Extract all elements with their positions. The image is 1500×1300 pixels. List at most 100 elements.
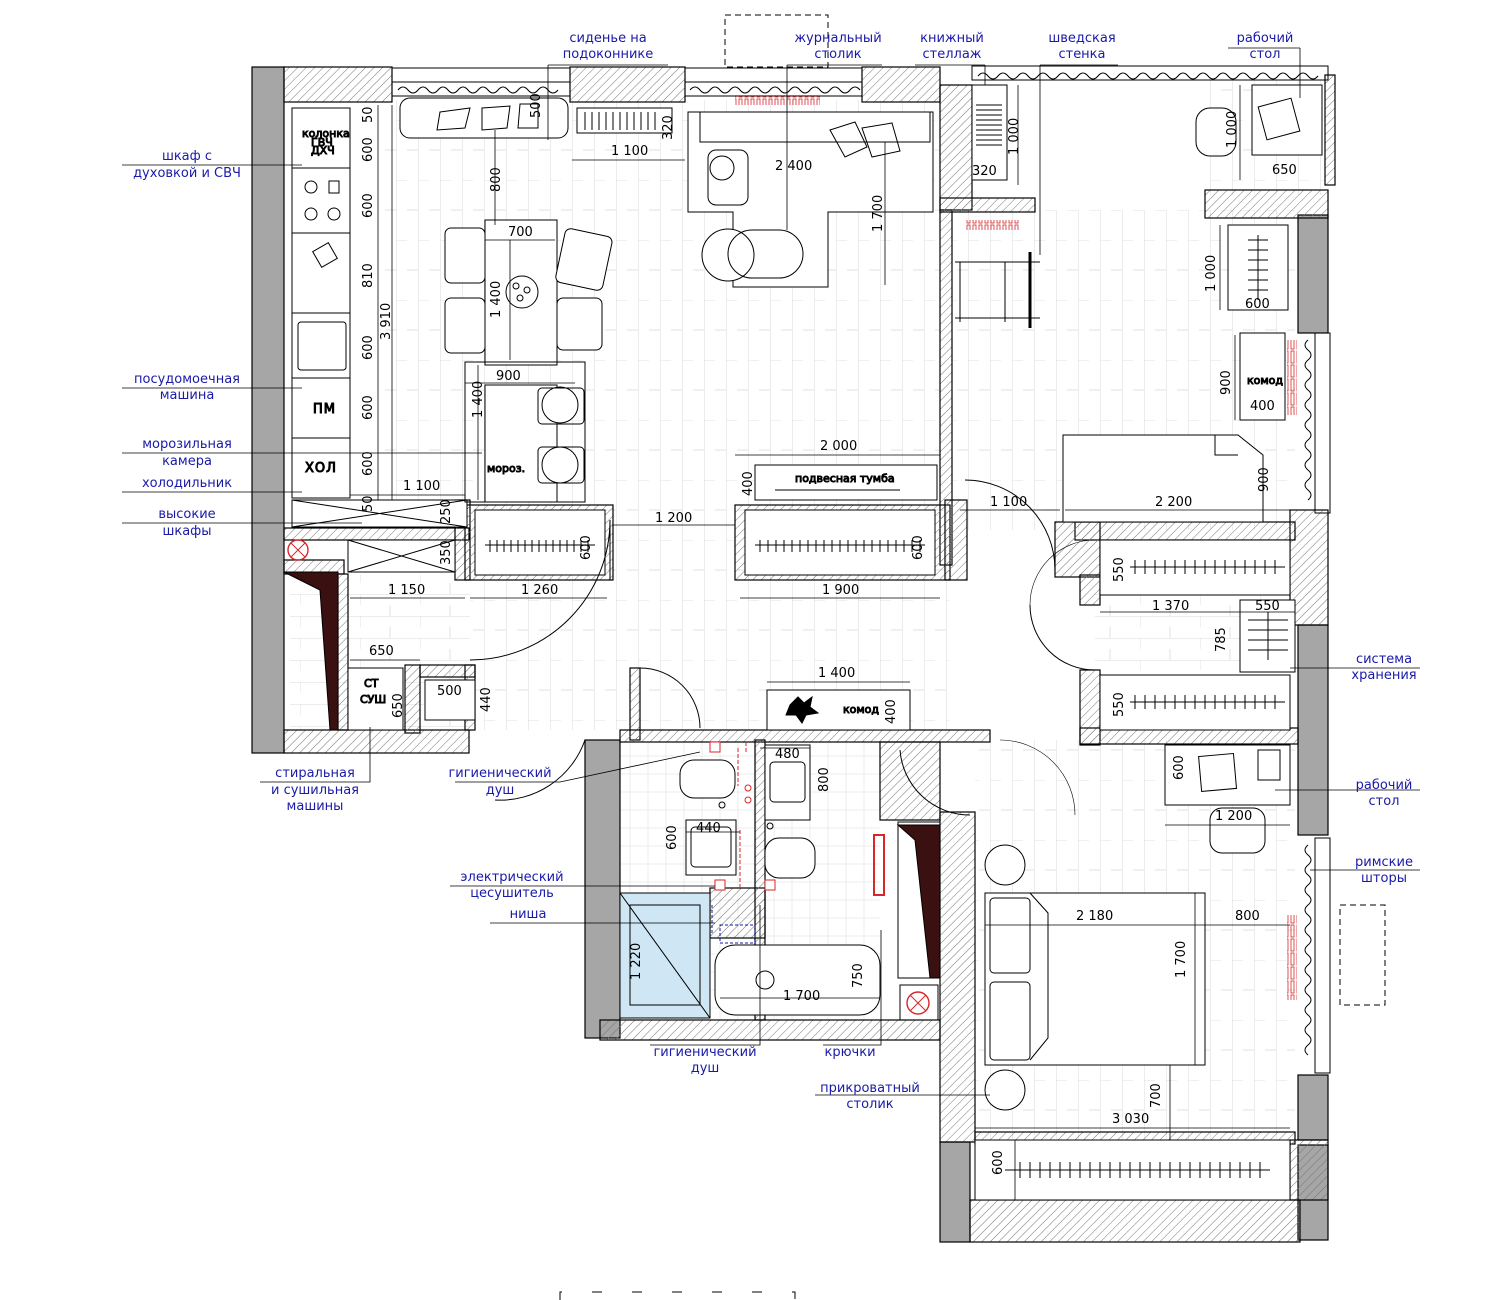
dim-1000-a: 1 000 [1007, 118, 1022, 155]
label-washer-2: и сушильная [271, 783, 359, 798]
dim-1400-c: 1 400 [818, 666, 855, 681]
plant-icon [785, 695, 820, 724]
dim-1220: 1 220 [629, 943, 644, 980]
dim-2200: 2 200 [1155, 495, 1192, 510]
vent-icon [287, 539, 309, 561]
label-blinds-1: римские [1355, 855, 1413, 870]
dim-1100-b: 1 100 [403, 479, 440, 494]
washer-tag-2: СУШ [360, 693, 386, 706]
dim-600-k1: 600 [361, 137, 376, 162]
dim-600-k4: 600 [361, 395, 376, 420]
kids-dresser-tag: комод [1247, 374, 1283, 387]
dim-600-k3: 600 [361, 335, 376, 360]
label-dryer-2: цесушитель [470, 886, 554, 901]
label-coffee-table-2: столик [814, 47, 861, 62]
dim-50-a: 50 [361, 106, 376, 123]
low-shelf [576, 107, 673, 134]
label-dishwasher-2: машина [160, 388, 215, 403]
dishwasher-tag: ПМ [313, 402, 336, 417]
fridge-unit [291, 437, 351, 499]
label-coffee-table-1: журнальный [794, 31, 881, 46]
dim-1200-a: 1 200 [655, 511, 692, 526]
dim-320-a: 320 [661, 115, 676, 140]
wall-bars [955, 252, 1040, 328]
laundry: СТ СУШ [347, 667, 476, 731]
label-desk-right-1: рабочий [1356, 778, 1413, 793]
dim-650-c: 650 [391, 693, 406, 718]
dim-500-b: 500 [437, 684, 462, 699]
worktop [291, 232, 351, 314]
dim-1370: 1 370 [1152, 599, 1189, 614]
dim-400-a: 400 [1250, 399, 1275, 414]
dim-440-a: 440 [479, 687, 494, 712]
boiler-label-3: ДХЧ [311, 144, 335, 157]
label-oven-1: шкаф с [162, 149, 212, 164]
kids-room: комод [971, 84, 1323, 731]
boiler-label-2: ГВЧ [311, 136, 333, 149]
label-niche: ниша [510, 907, 547, 922]
dim-700-a: 700 [508, 225, 533, 240]
hanging-unit-tag: подвесная тумба [795, 472, 895, 485]
dim-480: 480 [775, 747, 800, 762]
bathtub [714, 944, 881, 1016]
dim-320-b: 320 [972, 164, 997, 179]
dim-600-k2: 600 [361, 193, 376, 218]
dim-900-c: 900 [1257, 467, 1272, 492]
washer-unit [347, 667, 404, 731]
label-freezer-1: морозильная [142, 437, 232, 452]
washer-tag-1: СТ [364, 677, 379, 690]
label-oven-2: духовкой и СВЧ [133, 166, 241, 181]
dim-1260: 1 260 [521, 583, 558, 598]
dim-600-w2: 600 [911, 535, 926, 560]
label-hygienic-1b: душ [486, 783, 515, 798]
fridge-tag: ХОЛ [305, 461, 337, 476]
dim-900-a: 900 [1219, 370, 1234, 395]
living: подвесная тумба комод [469, 111, 1096, 816]
vent-icon-2 [906, 991, 930, 1015]
label-tall-cabinets-2: шкафы [162, 524, 211, 539]
dim-800-b: 800 [817, 767, 832, 792]
dim-500-seat: 500 [529, 93, 544, 118]
cutting-board-icon [312, 242, 338, 268]
dim-600-e: 600 [991, 1150, 1006, 1175]
laptop-icon-2 [1198, 752, 1238, 792]
dim-3030: 3 030 [1112, 1112, 1149, 1127]
fruit-bowl-icon [505, 275, 539, 309]
dim-600-a: 600 [1245, 297, 1270, 312]
kids-bed [1062, 434, 1264, 523]
dim-550-c: 550 [1112, 692, 1127, 717]
wardrobe-hall-tick-1 [489, 540, 921, 552]
dim-550-a: 550 [1112, 557, 1127, 582]
windows [391, 14, 1386, 1300]
dim-1000-b: 1 000 [1225, 111, 1240, 148]
label-window-seat-1: сиденье на [569, 31, 646, 46]
dim-800-c: 800 [1235, 909, 1260, 924]
bedside-table-top [984, 844, 1026, 886]
dim-600-d: 600 [1172, 755, 1187, 780]
label-washer-1: стиральная [275, 766, 355, 781]
dim-810: 810 [361, 263, 376, 288]
dimension-lines [350, 85, 1295, 1200]
dim-650-a: 650 [1272, 163, 1297, 178]
boiler-cabinet [291, 107, 351, 169]
callout-leaders [122, 47, 1420, 1096]
dim-2400: 2 400 [775, 159, 812, 174]
label-bookshelf-2: стеллаж [922, 47, 981, 62]
label-washer-3: машины [287, 799, 344, 814]
label-hygienic-1a: гигиенический [448, 766, 551, 781]
dim-1700-c: 1 700 [1174, 941, 1189, 978]
label-dryer-1: электрический [460, 870, 563, 885]
bedroom [896, 744, 1291, 1201]
dim-900-b: 900 [496, 369, 521, 384]
label-dishwasher-1: посудомоечная [134, 372, 240, 387]
person-icon [709, 155, 735, 181]
label-hygienic-2b: душ [691, 1061, 720, 1076]
laptop-icon [1257, 97, 1301, 141]
dim-600-k5: 600 [361, 451, 376, 476]
label-bedside-1: прикроватный [820, 1081, 920, 1096]
label-desk-top-2: стол [1250, 47, 1281, 62]
oven-unit [291, 167, 351, 234]
dim-600-w1: 600 [579, 535, 594, 560]
freezer-tag: мороз. [487, 462, 525, 475]
